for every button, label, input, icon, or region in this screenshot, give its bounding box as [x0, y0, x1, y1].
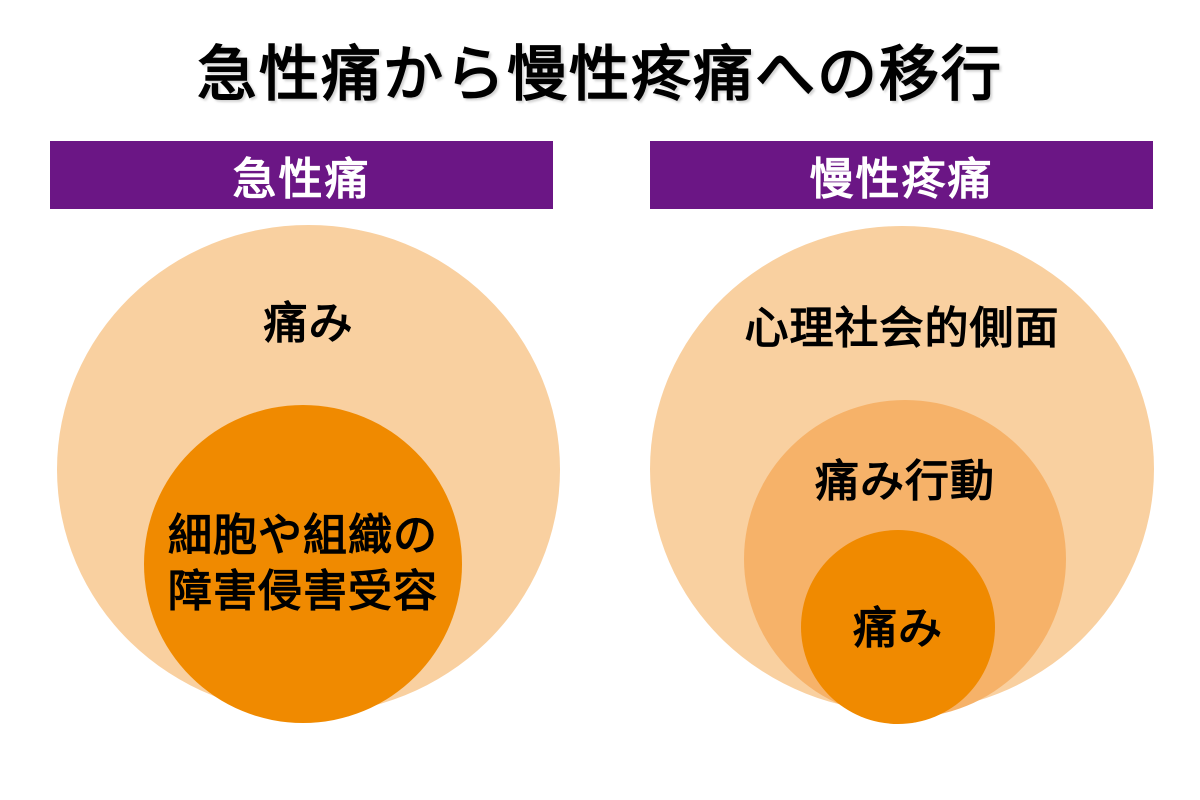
acute-inner-label-line1: 細胞や組織の	[168, 510, 438, 561]
acute-inner-circle	[144, 405, 462, 723]
acute-inner-circle-label: 細胞や組織の 障害侵害受容	[103, 508, 503, 621]
acute-pain-header-label: 急性痛	[232, 154, 371, 205]
page-title: 急性痛から慢性疼痛への移行	[197, 40, 1003, 110]
chronic-inner-circle	[801, 530, 995, 724]
acute-outer-circle-label: 痛み	[263, 298, 354, 349]
chronic-middle-circle-label: 痛み行動	[815, 456, 995, 507]
chronic-pain-header-label: 慢性疼痛	[809, 154, 994, 205]
chronic-inner-circle-label: 痛み	[853, 603, 943, 654]
chronic-outer-circle-label: 心理社会的側面	[744, 303, 1060, 354]
acute-pain-header: 急性痛	[50, 141, 553, 209]
acute-inner-label-line2: 障害侵害受容	[168, 566, 438, 618]
chronic-pain-header: 慢性疼痛	[650, 141, 1153, 209]
